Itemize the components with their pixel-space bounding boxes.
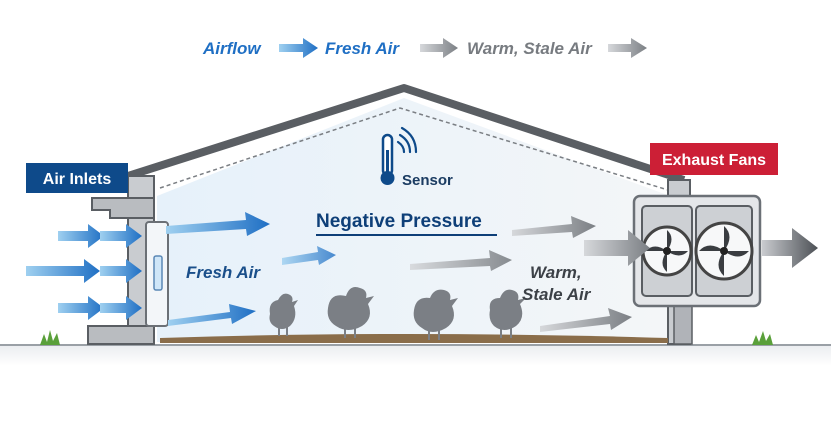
inlet-ledge [87,325,155,345]
sensor: Sensor [380,126,453,189]
inlet-arrow [26,259,100,283]
fresh-arrow-mid [282,246,336,265]
legend-warm-stale-label: Warm, Stale Air [467,39,593,58]
grass-icon [40,330,60,345]
exhaust-out-arrow [762,228,818,268]
chicken-icon [489,289,526,338]
litter-floor [160,334,668,343]
chicken-icon [327,287,374,338]
fresh-air-interior-label: Fresh Air [186,263,261,282]
legend-fresh-air-label: Fresh Air [325,39,400,58]
chickens [269,287,526,340]
air-inlets-label: Air Inlets [43,171,112,188]
inlet-vent-slot [153,255,163,291]
fresh-arrow-low [168,304,256,326]
chicken-icon [269,293,298,336]
building-interior [157,98,670,342]
interior-fresh-arrows [166,212,336,326]
exhaust-fans-label: Exhaust Fans [662,152,766,169]
fresh-arrow-top [166,212,270,236]
inlet-arrow [100,259,142,283]
legend-stale-arrow [608,38,647,58]
air-inlets-badge: Air Inlets [26,163,128,193]
inlet-arrow [100,224,142,248]
stale-arrow-top [512,216,596,238]
grass-icon [752,331,773,345]
chicken-icon [413,289,458,340]
exhaust-fans-badge: Exhaust Fans [650,143,778,175]
legend-airflow-label: Airflow [202,39,262,58]
ground-strip [0,344,831,366]
stale-arrow-to-fan [584,230,650,266]
warm-label-line1: Warm, [530,263,582,282]
roof [126,84,686,184]
legend: Airflow Fresh Air Warm, Stale Air [202,38,647,58]
building [87,84,693,345]
stale-arrow-low [540,308,632,332]
exhaust-fan-icon [694,205,754,297]
inlet-arrow [100,296,142,320]
sensor-label: Sensor [402,172,453,189]
inlet-arrow [58,296,104,320]
legend-fresh-arrow [420,38,458,58]
inlet-arrow [58,224,104,248]
interior-stale-arrows [410,216,650,332]
negative-pressure-label: Negative Pressure [316,211,482,232]
exhaust-fan-icon [641,205,693,297]
exhaust-fan-unit [632,194,762,308]
legend-airflow-arrow [279,38,318,58]
thermometer-icon [380,133,395,185]
inlet-arrows [26,224,142,320]
stale-arrow-mid [410,250,512,271]
stale-air-label-line2: Stale Air [522,285,592,304]
wifi-signal-icon [396,126,418,154]
ceiling-dashed-line [159,107,669,191]
inlet-hood [91,197,155,219]
